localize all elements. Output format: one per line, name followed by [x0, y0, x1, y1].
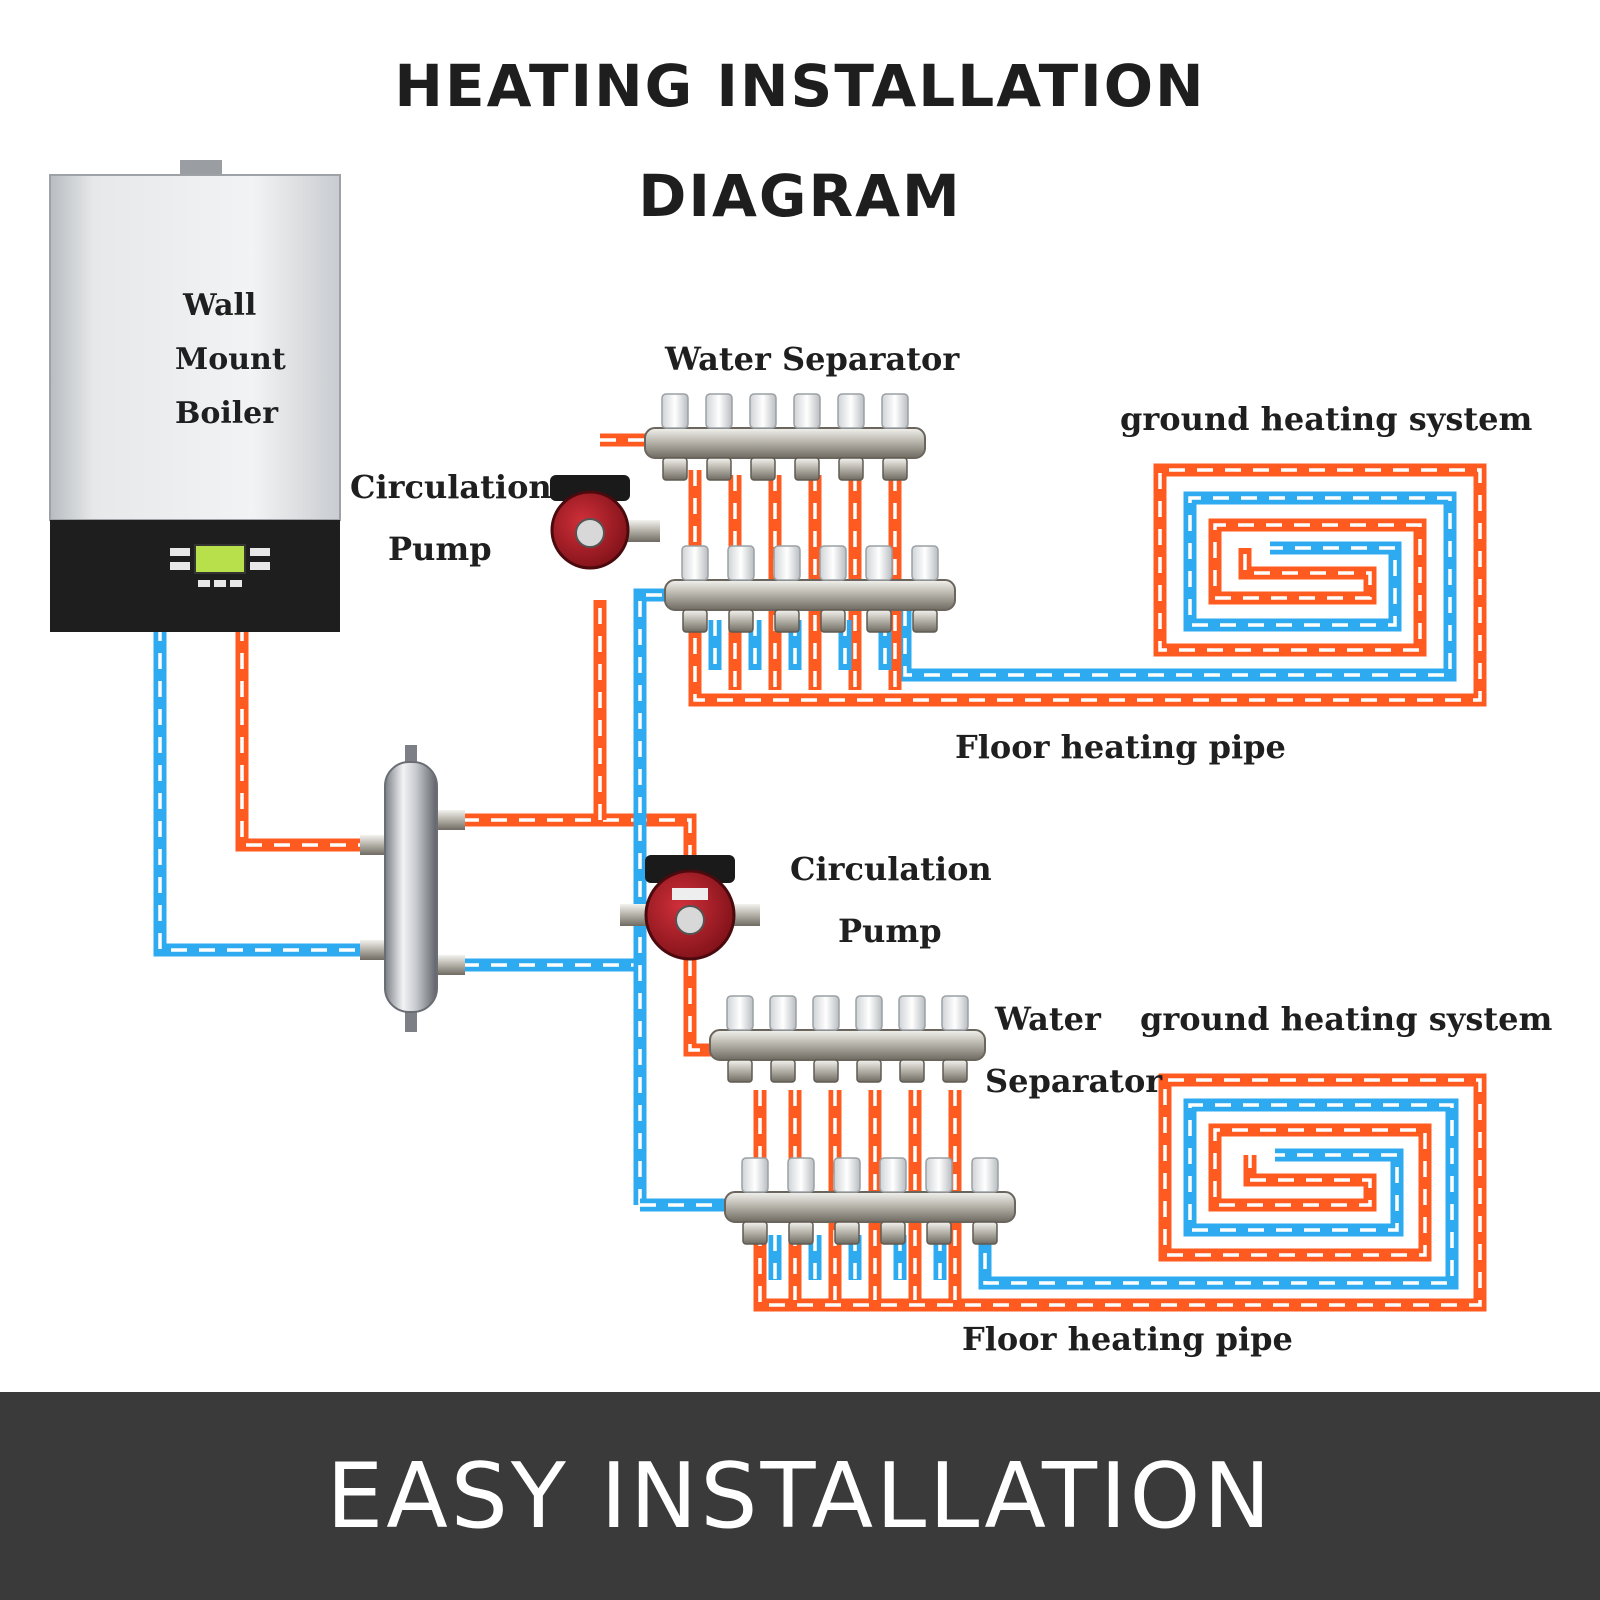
lower-coil-cold-pipe — [978, 1098, 1459, 1290]
outlet-nut — [662, 457, 688, 481]
boiler-flow-pipe — [235, 625, 362, 852]
valve-cap — [681, 545, 709, 581]
valve-cap — [727, 545, 755, 581]
valve-cap — [726, 995, 754, 1031]
boiler-label-line1: Wall — [183, 288, 257, 323]
cold-return-trunk-pipe — [633, 588, 670, 1205]
valve-cap — [911, 545, 939, 581]
outlet-nut — [774, 609, 800, 633]
valve-cap — [833, 1157, 861, 1193]
valve-cap — [855, 995, 883, 1031]
boiler-label-line3: Boiler — [175, 396, 279, 431]
outlet-nut — [728, 609, 754, 633]
diagram-title-line1: HEATING INSTALLATION — [394, 52, 1206, 120]
boiler-return-pipe — [153, 625, 362, 957]
installation-diagram — [49, 160, 1487, 1312]
outlet-nut — [972, 1221, 998, 1245]
outlet-nut — [788, 1221, 814, 1245]
valve-cap — [865, 545, 893, 581]
lower-water-separator-label-line1: Water — [995, 1000, 1101, 1038]
circulation-pump-icon — [620, 855, 760, 961]
outlet-nut — [912, 609, 938, 633]
upper-pump-label-line1: Circulation — [350, 468, 552, 506]
hydraulic-separator-icon — [360, 745, 465, 1032]
valve-cap — [898, 995, 926, 1031]
valve-cap — [837, 393, 865, 429]
outlet-nut — [926, 1221, 952, 1245]
outlet-nut — [813, 1059, 839, 1083]
outlet-nut — [794, 457, 820, 481]
valve-cap — [769, 995, 797, 1031]
circulation-pump-upper — [550, 475, 660, 570]
valve-cap — [925, 1157, 953, 1193]
valve-cap — [773, 545, 801, 581]
footer-text: EASY INSTALLATION — [326, 1443, 1274, 1549]
circulation-pump-icon — [550, 475, 660, 570]
upper-pump-label-line2: Pump — [388, 530, 492, 568]
outlet-nut — [899, 1059, 925, 1083]
outlet-nut — [866, 609, 892, 633]
footer-banner: EASY INSTALLATION — [0, 1392, 1600, 1600]
lower-water-separator-label-line2: Separator — [985, 1062, 1163, 1100]
diagram-title-line2: DIAGRAM — [638, 162, 962, 230]
outlet-nut — [770, 1059, 796, 1083]
lower-floor-pipe-label: Floor heating pipe — [962, 1320, 1293, 1358]
valve-cap — [941, 995, 969, 1031]
valve-cap — [793, 393, 821, 429]
outlet-nut — [942, 1059, 968, 1083]
outlet-nut — [750, 457, 776, 481]
upper-coil-cold-pipe — [898, 491, 1457, 682]
manifold-group — [644, 393, 1016, 1245]
outlet-nut — [727, 1059, 753, 1083]
upper-supply-manifold — [644, 393, 926, 481]
outlet-nut — [880, 1221, 906, 1245]
valve-cap — [879, 1157, 907, 1193]
valve-cap — [741, 1157, 769, 1193]
upper-water-separator-label: Water Separator — [665, 340, 960, 378]
outlet-nut — [838, 457, 864, 481]
valve-cap — [971, 1157, 999, 1193]
valve-cap — [705, 393, 733, 429]
lower-supply-manifold — [709, 995, 986, 1083]
lower-pump-label-line2: Pump — [838, 912, 942, 950]
outlet-nut — [882, 457, 908, 481]
valve-cap — [787, 1157, 815, 1193]
lower-return-manifold — [724, 1157, 1016, 1245]
outlet-nut — [682, 609, 708, 633]
upper-floor-pipe-label: Floor heating pipe — [955, 728, 1286, 766]
valve-cap — [749, 393, 777, 429]
upper-return-manifold — [664, 545, 956, 633]
valve-cap — [661, 393, 689, 429]
boiler-icon — [49, 160, 341, 632]
upper-coil-hot-pipe — [688, 463, 1487, 707]
outlet-nut — [820, 609, 846, 633]
valve-cap — [881, 393, 909, 429]
outlet-nut — [834, 1221, 860, 1245]
outlet-nut — [742, 1221, 768, 1245]
outlet-nut — [856, 1059, 882, 1083]
circulation-pump-lower — [620, 855, 760, 961]
valve-cap — [819, 545, 847, 581]
valve-cap — [812, 995, 840, 1031]
boiler-label-line2: Mount — [175, 342, 286, 377]
lower-pump-label-line1: Circulation — [790, 850, 992, 888]
lower-coil-hot-pipe — [753, 1073, 1487, 1312]
upper-ground-heating-label: ground heating system — [1120, 400, 1533, 438]
outlet-nut — [706, 457, 732, 481]
lower-ground-heating-label: ground heating system — [1140, 1000, 1553, 1038]
lower-feed-to-manifold-pipe — [683, 960, 715, 1057]
